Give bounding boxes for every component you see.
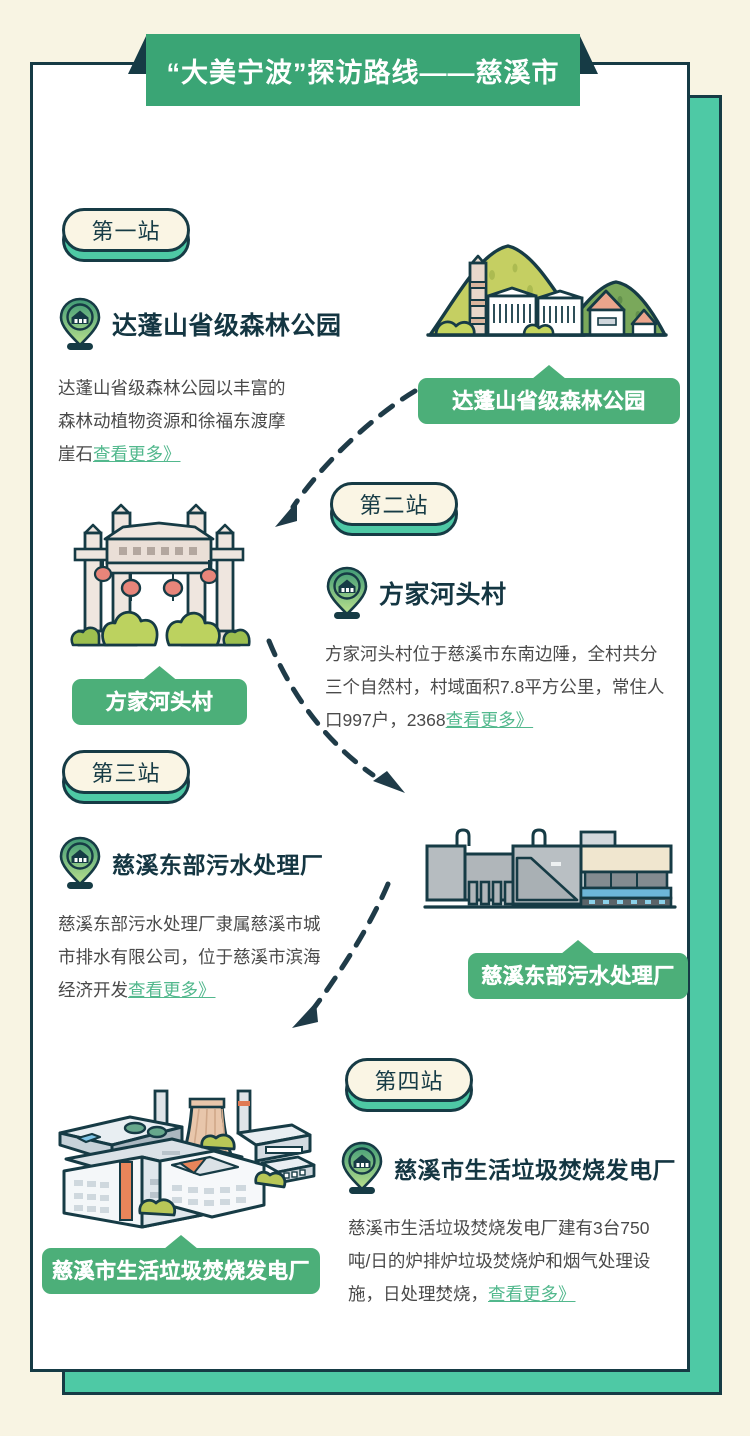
read-more-link-2[interactable]: 查看更多》 [445,710,534,730]
station-badge-1: 第一站 [62,208,190,262]
station-badge-4: 第四站 [345,1058,473,1112]
page-title: “大美宁波”探访路线——慈溪市 [166,57,560,88]
place-head-2: 方家河头村 [325,565,507,621]
route-arrow-3-icon [272,880,412,1040]
place-tag-label-4: 慈溪市生活垃圾焚烧发电厂 [52,1260,310,1283]
location-pin-icon [58,296,102,352]
place-description-2: 方家河头村位于慈溪市东南边陲，全村共分三个自然村，村域面积7.8平方公里，常住人… [325,638,670,737]
place-name-2: 方家河头村 [379,581,507,609]
place-description-4: 慈溪市生活垃圾焚烧发电厂建有3台750吨/日的炉排炉垃圾焚烧炉和烟气处理设施，日… [348,1212,668,1311]
route-arrow-1-icon [245,385,425,540]
place-name-4: 慈溪市生活垃圾焚烧发电厂 [394,1157,676,1183]
tag-body: 慈溪市生活垃圾焚烧发电厂 [42,1248,320,1294]
badge-face: 第四站 [345,1058,473,1102]
mountain-park-illustration [420,230,670,360]
desc-text-3: 慈溪东部污水处理厂隶属慈溪市城市排水有限公司，位于慈溪市滨海经济开发 [58,914,321,1000]
location-pin-icon [340,1140,384,1196]
desc-text-4: 慈溪市生活垃圾焚烧发电厂建有3台750吨/日的炉排炉垃圾焚烧炉和烟气处理设施，日… [348,1218,651,1304]
water-treatment-plant-illustration [423,828,677,928]
station-badge-label-3: 第三站 [91,761,161,786]
desc-text-1: 达蓬山省级森林公园以丰富的森林动植物资源和徐福东渡摩崖石 [58,378,286,464]
station-badge-3: 第三站 [62,750,190,804]
read-more-link-4[interactable]: 查看更多》 [488,1284,576,1304]
tag-body: 慈溪东部污水处理厂 [468,953,688,999]
read-more-link-1[interactable]: 查看更多》 [93,444,181,464]
ribbon-fold-right-icon [579,34,598,74]
route-arrow-2-icon [255,635,435,805]
place-head-3: 慈溪东部污水处理厂 [58,835,324,891]
station-badge-label-1: 第一站 [91,219,161,244]
place-tag-label-1: 达蓬山省级森林公园 [452,390,646,413]
badge-face: 第三站 [62,750,190,794]
desc-text-2: 方家河头村位于慈溪市东南边陲，全村共分三个自然村，村域面积7.8平方公里，常住人… [325,644,665,730]
station-badge-2: 第二站 [330,482,458,536]
location-pin-icon [325,565,369,621]
station-badge-label-4: 第四站 [374,1069,444,1094]
tag-body: 达蓬山省级森林公园 [418,378,680,424]
badge-face: 第一站 [62,208,190,252]
place-head-1: 达蓬山省级森林公园 [58,296,342,352]
place-tag-label-3: 慈溪东部污水处理厂 [481,965,675,988]
location-pin-icon [58,835,102,891]
read-more-link-3[interactable]: 查看更多》 [128,980,216,1000]
place-name-1: 达蓬山省级森林公园 [112,312,342,340]
ribbon-fold-left-icon [128,34,147,74]
place-description-3: 慈溪东部污水处理厂隶属慈溪市城市排水有限公司，位于慈溪市滨海经济开发查看更多》 [58,908,336,1007]
place-tag-label-2: 方家河头村 [105,691,214,714]
paifang-archway-illustration [45,503,280,660]
station-badge-label-2: 第二站 [359,493,429,518]
place-name-3: 慈溪东部污水处理厂 [112,852,324,878]
place-head-4: 慈溪市生活垃圾焚烧发电厂 [340,1140,676,1196]
badge-face: 第二站 [330,482,458,526]
place-description-1: 达蓬山省级森林公园以丰富的森林动植物资源和徐福东渡摩崖石查看更多》 [58,372,288,471]
ribbon-body: “大美宁波”探访路线——慈溪市 [146,34,580,106]
tag-body: 方家河头村 [72,679,247,725]
title-ribbon: “大美宁波”探访路线——慈溪市 [128,34,598,106]
waste-incineration-power-plant-illustration [42,1085,322,1230]
